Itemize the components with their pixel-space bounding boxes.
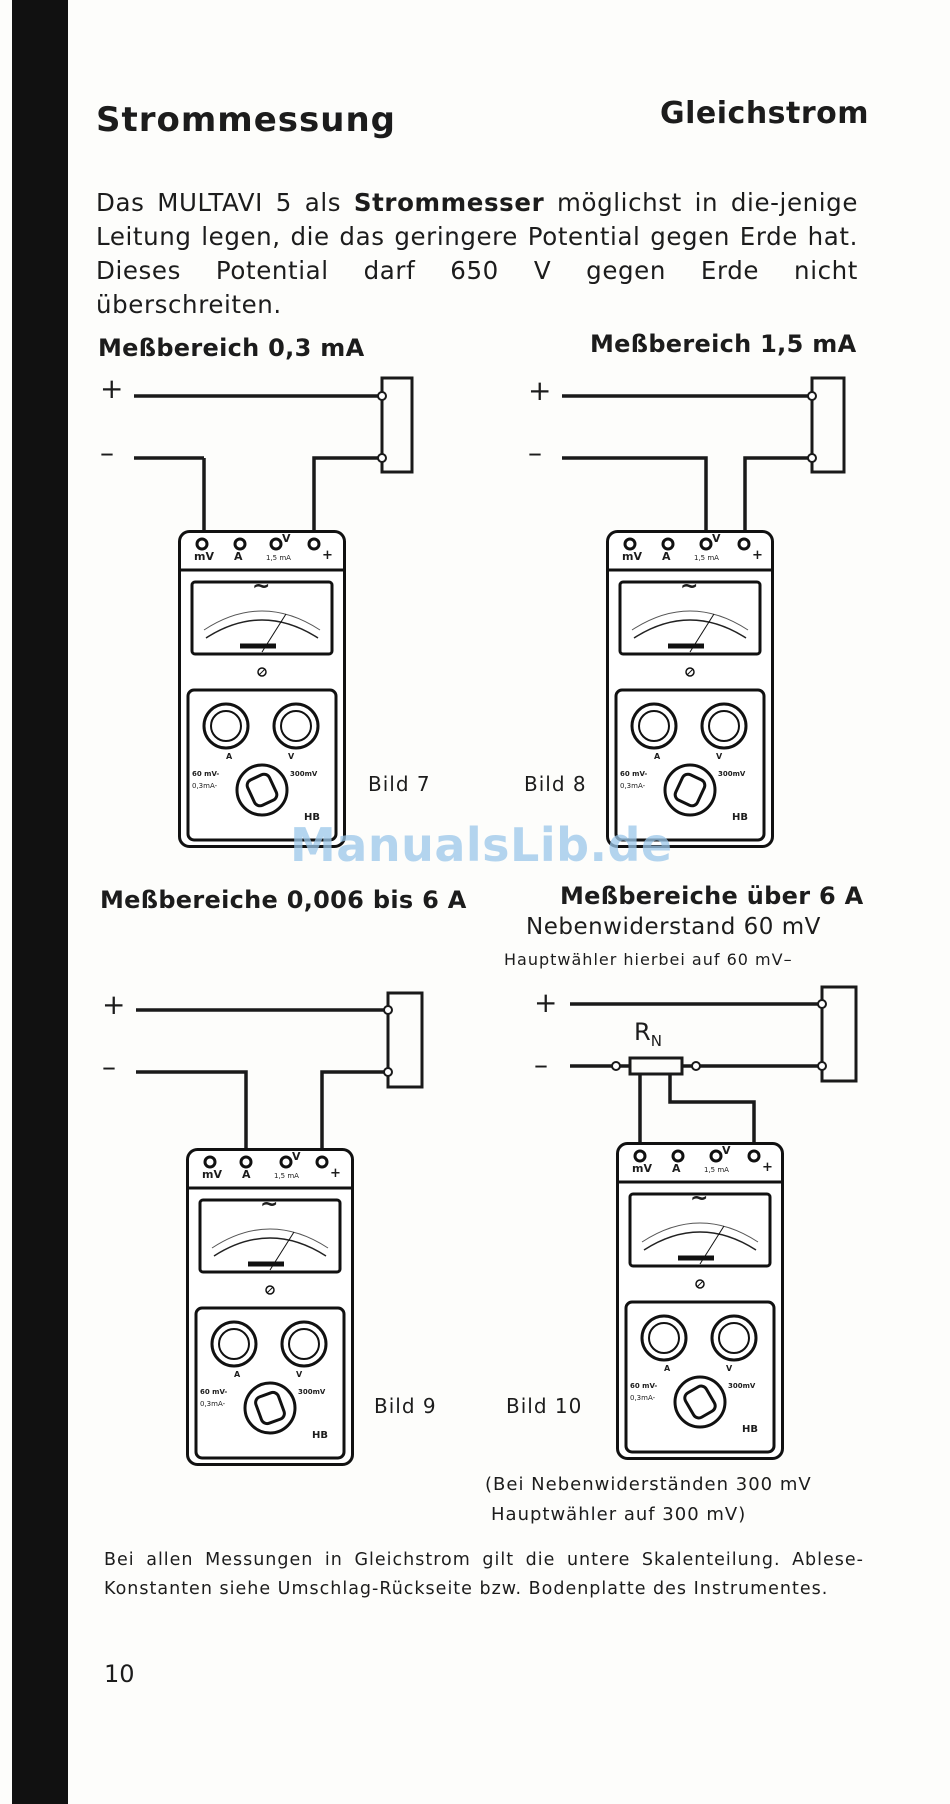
range-03ma-label: 0,3mA- xyxy=(630,1394,656,1402)
intro-paragraph: Das MULTAVI 5 als Strommesser möglichst … xyxy=(96,188,858,319)
range-300mv-label: 300mV xyxy=(728,1382,756,1390)
multimeter-fig10: mV A V 1,5 mA + ~ A V 60 mV- 0,3mA- 300m… xyxy=(616,1142,784,1460)
fig10-note: Hauptwähler hierbei auf 60 mV– xyxy=(504,950,793,969)
fig10-caption: Bild 10 xyxy=(506,1394,583,1418)
brand-logo: HB xyxy=(732,812,748,823)
terminal-plus-label: + xyxy=(762,1160,773,1175)
ac-symbol: ~ xyxy=(252,574,271,599)
knob-v-label: V xyxy=(716,752,723,761)
terminal-mv-label: mV xyxy=(202,1168,222,1181)
knob-v-label: V xyxy=(296,1370,303,1379)
range-60mv-label: 60 mV- xyxy=(620,770,648,778)
fig7-caption: Bild 7 xyxy=(368,772,431,796)
range-03ma-label: 0,3mA- xyxy=(200,1400,226,1408)
range-03ma-label: 0,3mA- xyxy=(192,782,218,790)
page-number: 10 xyxy=(104,1660,135,1688)
brand-logo: HB xyxy=(312,1430,328,1441)
knob-v-label: V xyxy=(288,752,295,761)
brand-logo: HB xyxy=(304,812,320,823)
range-300mv-label: 300mV xyxy=(290,770,318,778)
knob-a-label: A xyxy=(654,752,661,761)
range-300mv-label: 300mV xyxy=(718,770,746,778)
section-title: Gleichstrom xyxy=(660,96,870,131)
multimeter-fig9: mV A V 1,5 mA + ~ A V 60 mV- 0,3mA- 300m… xyxy=(186,1148,354,1466)
ac-symbol: ~ xyxy=(690,1186,709,1211)
fig8-heading: Meßbereich 1,5 mA xyxy=(590,330,857,358)
fig7-minus-label: – xyxy=(100,436,114,469)
fig9-heading: Meßbereiche 0,006 bis 6 A xyxy=(100,886,467,914)
footer-paragraph: Bei allen Messungen in Gleichstrom gilt … xyxy=(104,1550,864,1599)
terminal-v-label: V xyxy=(712,532,721,545)
knob-v-label: V xyxy=(726,1364,733,1373)
ac-symbol: ~ xyxy=(260,1192,279,1217)
knob-a-label: A xyxy=(226,752,233,761)
page-title: Strommessung xyxy=(96,100,397,140)
fig9-plus-label: + xyxy=(102,988,126,1021)
terminal-v-label: V xyxy=(292,1150,301,1163)
fig7-plus-label: + xyxy=(100,372,124,405)
terminal-15ma-label: 1,5 mA xyxy=(266,554,291,562)
range-60mv-label: 60 mV- xyxy=(630,1382,658,1390)
terminal-15ma-label: 1,5 mA xyxy=(274,1172,299,1180)
terminal-a-label: A xyxy=(234,550,243,563)
terminal-plus-label: + xyxy=(330,1166,341,1181)
knob-a-label: A xyxy=(234,1370,241,1379)
book-spine xyxy=(12,0,68,1804)
range-60mv-label: 60 mV- xyxy=(192,770,220,778)
terminal-15ma-label: 1,5 mA xyxy=(704,1166,729,1174)
fig9-caption: Bild 9 xyxy=(374,1394,437,1418)
knob-a-label: A xyxy=(664,1364,671,1373)
terminal-a-label: A xyxy=(662,550,671,563)
fig8-plus-label: + xyxy=(528,374,552,407)
terminal-plus-label: + xyxy=(322,548,333,563)
range-03ma-label: 0,3mA- xyxy=(620,782,646,790)
terminal-15ma-label: 1,5 mA xyxy=(694,554,719,562)
ac-symbol: ~ xyxy=(680,574,699,599)
multimeter-fig8: mV A V 1,5 mA + ~ A V 60 mV- 0,3mA- 300m… xyxy=(606,530,774,848)
range-300mv-label: 300mV xyxy=(298,1388,326,1396)
fig8-minus-label: – xyxy=(528,436,542,469)
terminal-a-label: A xyxy=(242,1168,251,1181)
terminal-a-label: A xyxy=(672,1162,681,1175)
range-60mv-label: 60 mV- xyxy=(200,1388,228,1396)
terminal-v-label: V xyxy=(282,532,291,545)
terminal-mv-label: mV xyxy=(622,550,642,563)
terminal-mv-label: mV xyxy=(194,550,214,563)
terminal-plus-label: + xyxy=(752,548,763,563)
fig8-caption: Bild 8 xyxy=(524,772,587,796)
fig10-minus-label: – xyxy=(534,1048,548,1081)
brand-logo: HB xyxy=(742,1424,758,1435)
terminal-mv-label: mV xyxy=(632,1162,652,1175)
fig10-subheading: Nebenwiderstand 60 mV xyxy=(526,914,821,940)
multimeter-fig7: mV A V 1,5 mA + ~ A V 60 mV- 0,3mA- 300m… xyxy=(178,530,346,848)
terminal-v-label: V xyxy=(722,1144,731,1157)
fig9-minus-label: – xyxy=(102,1050,116,1083)
fig10-heading: Meßbereiche über 6 A xyxy=(560,882,864,910)
watermark-logo: ManualsLib.de xyxy=(290,818,673,872)
fig7-heading: Meßbereich 0,3 mA xyxy=(98,334,365,362)
resistor-label: RN xyxy=(634,1018,662,1050)
fig10-plus-label: + xyxy=(534,986,558,1019)
